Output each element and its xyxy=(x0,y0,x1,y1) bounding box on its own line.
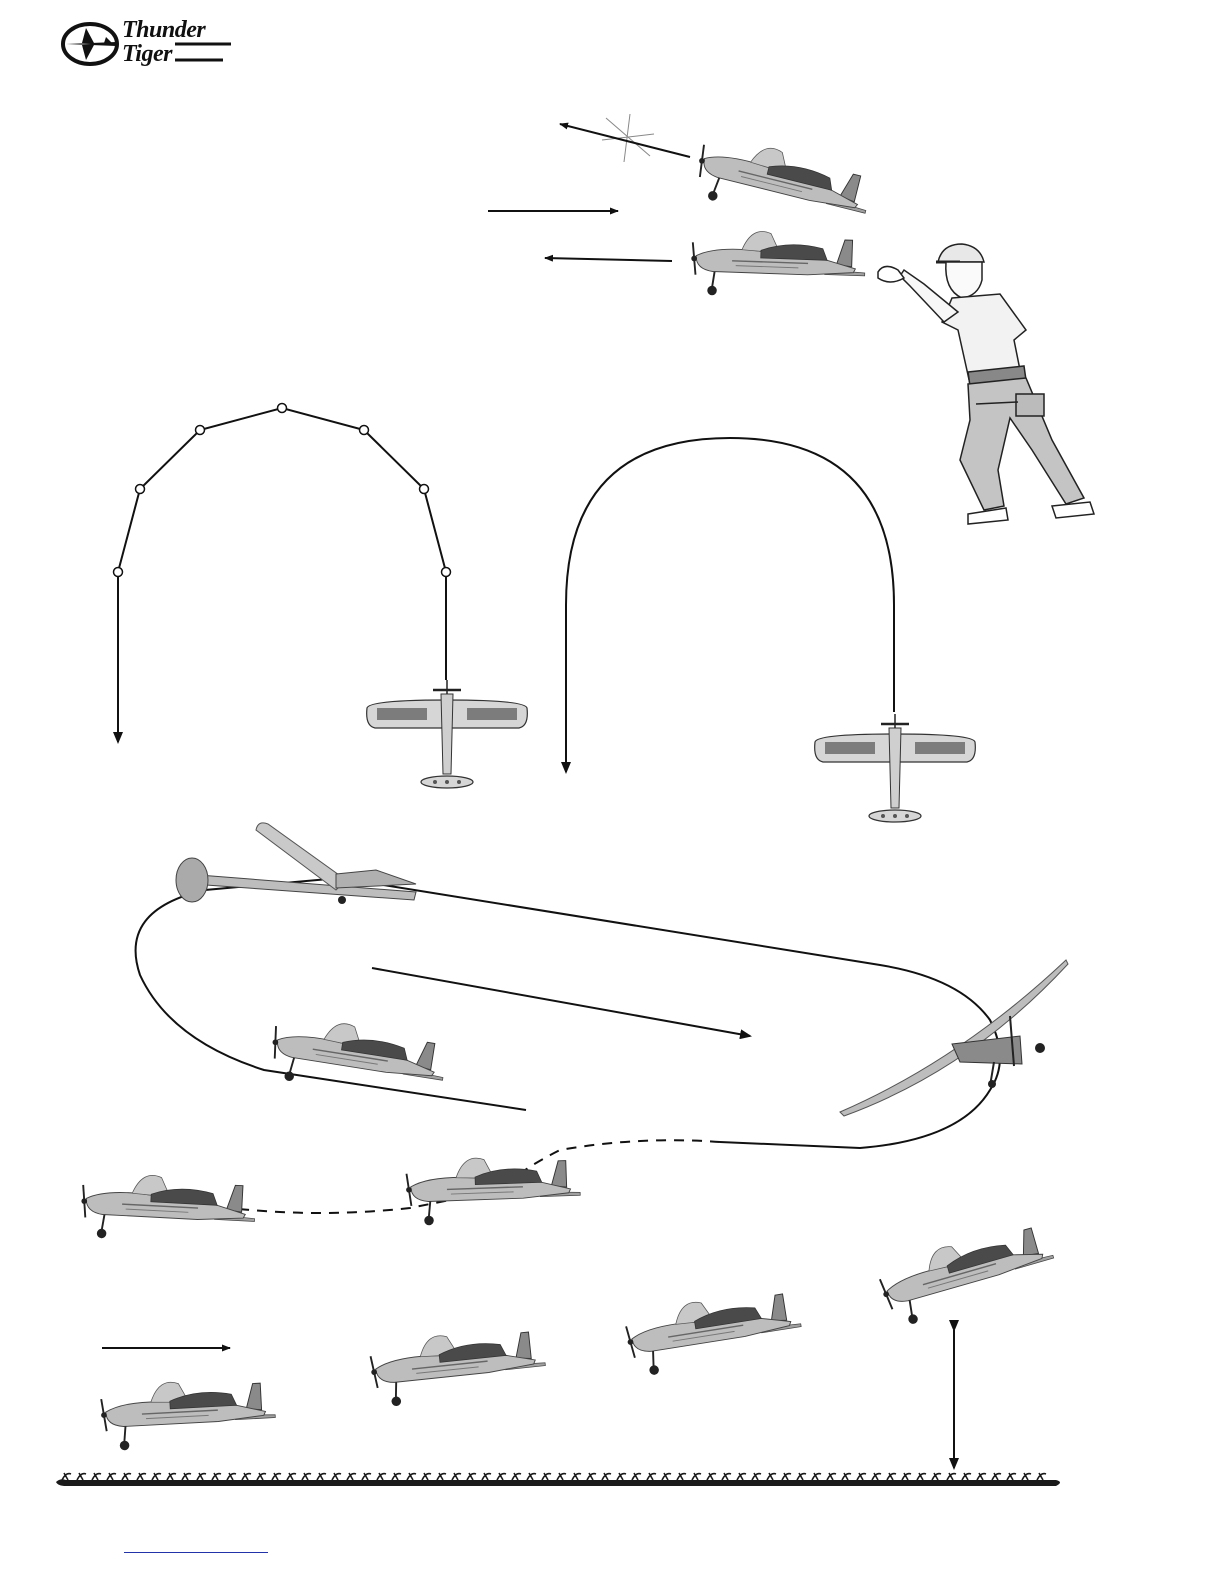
airplane-icon xyxy=(623,1286,805,1378)
circuit-direction-arrow xyxy=(372,968,750,1036)
airplane-icon xyxy=(367,680,528,788)
airplane-icon xyxy=(840,960,1068,1116)
launch-left-arrow xyxy=(545,258,672,261)
segmented-turn-path xyxy=(118,408,446,742)
pilot-figure xyxy=(878,244,1094,524)
footer-link[interactable] xyxy=(124,1552,268,1553)
airplane-icon xyxy=(176,823,416,904)
circuit-path xyxy=(136,878,1000,1148)
airplane-icon xyxy=(405,1155,581,1226)
airplane-icon xyxy=(690,132,875,238)
launch-flare xyxy=(602,114,654,162)
turn-waypoints xyxy=(114,404,451,577)
airplane-icon xyxy=(815,714,976,822)
airplane-icon xyxy=(80,1172,257,1246)
grass-ground xyxy=(56,1473,1060,1486)
airplane-icon xyxy=(690,229,866,300)
airplane-icon xyxy=(368,1325,548,1408)
smooth-turn-path xyxy=(566,438,894,772)
airplane-icon xyxy=(100,1377,277,1451)
airplane-icon xyxy=(267,1013,449,1105)
airplane-icon xyxy=(875,1219,1060,1330)
